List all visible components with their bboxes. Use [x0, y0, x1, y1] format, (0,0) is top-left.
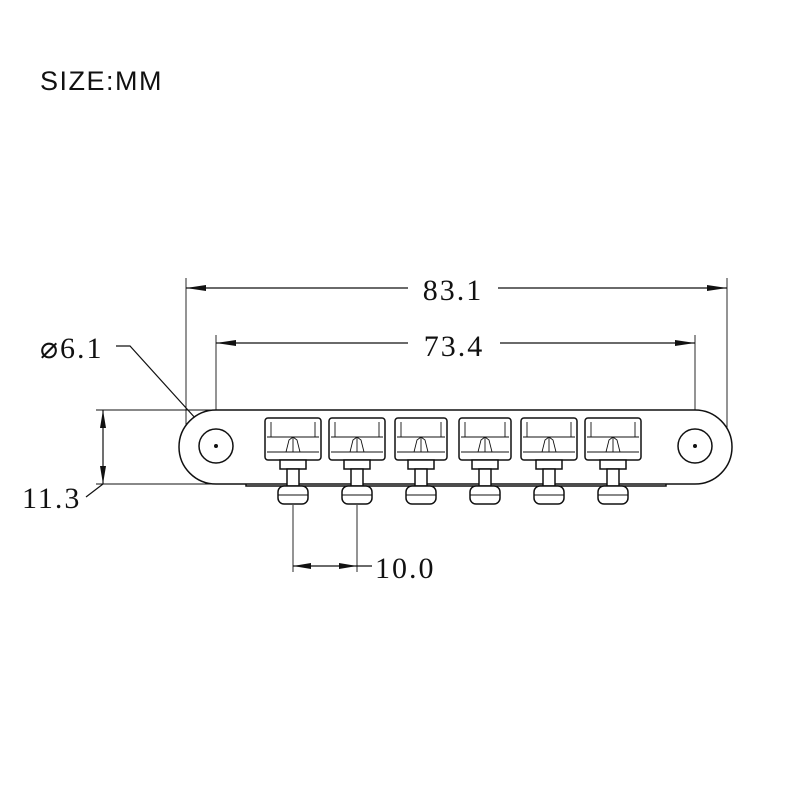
arrow-left-icon [216, 340, 236, 346]
post-spacing-dimension: 73.4 [215, 330, 696, 452]
saddle-4 [458, 417, 512, 505]
arrow-left-icon [293, 563, 311, 569]
saddle-1 [264, 417, 322, 505]
arrow-left-icon [186, 285, 206, 291]
post-spacing-label: 73.4 [424, 330, 485, 363]
overall-length-dimension: 83.1 [185, 274, 728, 440]
bridge-bar [178, 409, 733, 485]
bridge-body [178, 409, 733, 487]
hole-diameter-label: ⌀6.1 [40, 332, 104, 365]
saddle-spacing-dimension: 10.0 [292, 505, 436, 585]
saddle-6 [584, 417, 642, 505]
screw-shaft [414, 468, 428, 487]
arrow-bottom-icon [100, 466, 106, 484]
overall-length-label: 83.1 [423, 274, 484, 307]
saddle-3 [394, 417, 448, 505]
hole-diameter-callout: ⌀6.1 [40, 332, 209, 434]
size-label: SIZE:MM [40, 66, 163, 96]
saddle-2 [328, 417, 386, 505]
saddle-retainer [599, 459, 627, 470]
arrow-right-icon [707, 285, 727, 291]
saddle-retainer [343, 459, 371, 470]
arrow-top-icon [100, 410, 106, 428]
arrow-right-icon [339, 563, 357, 569]
saddle-spacing-label: 10.0 [375, 552, 436, 585]
screw-shaft [542, 468, 556, 487]
post-hole-left-center [214, 444, 218, 448]
screw-shaft [350, 468, 364, 487]
post-hole-right-center [693, 444, 697, 448]
leader-line [116, 345, 207, 431]
saddle-retainer [279, 459, 307, 470]
height-label: 11.3 [22, 482, 81, 515]
arrow-right-icon [675, 340, 695, 346]
saddle-retainer [535, 459, 563, 470]
saddle-5 [520, 417, 578, 505]
screw-shaft [478, 468, 492, 487]
saddle-retainer [407, 459, 435, 470]
saddles [264, 417, 642, 505]
height-dimension: 11.3 [22, 409, 246, 515]
screw-shaft [286, 468, 300, 487]
screw-shaft [606, 468, 620, 487]
saddle-retainer [471, 459, 499, 470]
height-leader [85, 483, 104, 498]
